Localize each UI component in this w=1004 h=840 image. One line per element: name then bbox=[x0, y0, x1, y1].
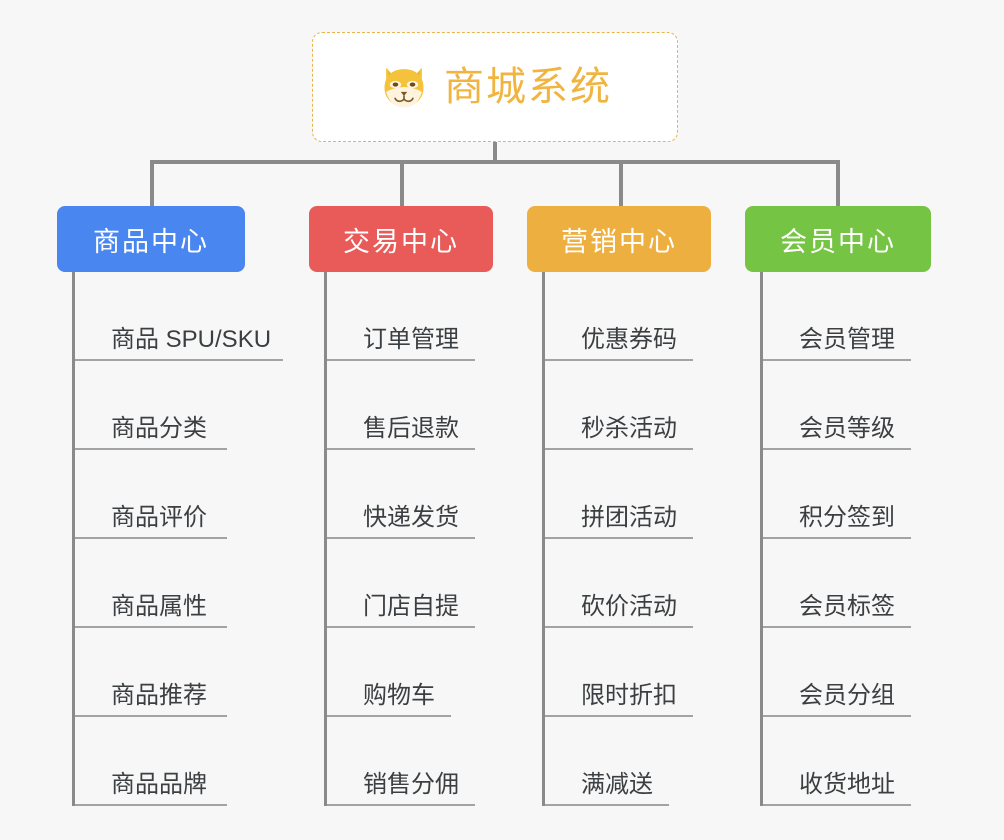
connector-drop-3 bbox=[619, 160, 623, 208]
branch-column-1: 商品中心 商品 SPU/SKU 商品分类 商品评价 商品属性 商品推荐 商品品牌 bbox=[57, 206, 283, 806]
leaf-label: 商品品牌 bbox=[111, 770, 207, 798]
branch-trunk-1: 商品 SPU/SKU 商品分类 商品评价 商品属性 商品推荐 商品品牌 bbox=[72, 272, 283, 806]
connector-horizontal-bus bbox=[150, 160, 840, 164]
leaf-label: 快递发货 bbox=[363, 503, 459, 531]
category-box-1[interactable]: 商品中心 bbox=[57, 206, 245, 272]
category-box-3[interactable]: 营销中心 bbox=[527, 206, 711, 272]
leaf-label: 商品评价 bbox=[111, 503, 207, 531]
category-label-4: 会员中心 bbox=[780, 226, 896, 257]
branch-trunk-3: 优惠券码 秒杀活动 拼团活动 砍价活动 限时折扣 满减送 bbox=[542, 272, 711, 806]
leaf-label: 门店自提 bbox=[363, 592, 459, 620]
leaf-label: 限时折扣 bbox=[581, 681, 677, 709]
branch-column-4: 会员中心 会员管理 会员等级 积分签到 会员标签 会员分组 收货地址 bbox=[745, 206, 931, 806]
list-item[interactable]: 购物车 bbox=[327, 628, 451, 717]
category-label-2: 交易中心 bbox=[343, 226, 459, 257]
branch-column-2: 交易中心 订单管理 售后退款 快递发货 门店自提 购物车 销售分佣 bbox=[309, 206, 493, 806]
list-item[interactable]: 订单管理 bbox=[327, 272, 475, 361]
leaf-label: 订单管理 bbox=[363, 325, 459, 353]
list-item[interactable]: 收货地址 bbox=[763, 717, 911, 806]
list-item[interactable]: 会员标签 bbox=[763, 539, 911, 628]
category-label-1: 商品中心 bbox=[93, 226, 209, 257]
list-item[interactable]: 商品分类 bbox=[75, 361, 227, 450]
leaf-label: 会员管理 bbox=[799, 325, 895, 353]
leaf-label: 商品属性 bbox=[111, 592, 207, 620]
list-item[interactable]: 砍价活动 bbox=[545, 539, 693, 628]
leaf-label: 会员分组 bbox=[799, 681, 895, 709]
list-item[interactable]: 商品 SPU/SKU bbox=[75, 272, 283, 361]
category-box-2[interactable]: 交易中心 bbox=[309, 206, 493, 272]
list-item[interactable]: 快递发货 bbox=[327, 450, 475, 539]
list-item[interactable]: 售后退款 bbox=[327, 361, 475, 450]
leaf-label: 优惠券码 bbox=[581, 325, 677, 353]
root-label: 商城系统 bbox=[444, 65, 612, 109]
connector-drop-4 bbox=[836, 160, 840, 208]
leaf-label: 会员等级 bbox=[799, 414, 895, 442]
leaf-label: 销售分佣 bbox=[363, 770, 459, 798]
leaf-label: 砍价活动 bbox=[581, 592, 677, 620]
branch-trunk-2: 订单管理 售后退款 快递发货 门店自提 购物车 销售分佣 bbox=[324, 272, 493, 806]
connector-drop-1 bbox=[150, 160, 154, 208]
shiba-dog-icon bbox=[378, 61, 430, 113]
list-item[interactable]: 会员分组 bbox=[763, 628, 911, 717]
connector-root-stem bbox=[493, 142, 497, 162]
list-item[interactable]: 商品评价 bbox=[75, 450, 227, 539]
category-box-4[interactable]: 会员中心 bbox=[745, 206, 931, 272]
root-node[interactable]: 商城系统 bbox=[312, 32, 678, 142]
list-item[interactable]: 商品推荐 bbox=[75, 628, 227, 717]
leaf-label: 售后退款 bbox=[363, 414, 459, 442]
list-item[interactable]: 商品品牌 bbox=[75, 717, 227, 806]
list-item[interactable]: 满减送 bbox=[545, 717, 669, 806]
leaf-label: 会员标签 bbox=[799, 592, 895, 620]
leaf-label: 商品分类 bbox=[111, 414, 207, 442]
category-label-3: 营销中心 bbox=[561, 226, 677, 257]
connector-drop-2 bbox=[400, 160, 404, 208]
list-item[interactable]: 商品属性 bbox=[75, 539, 227, 628]
leaf-label: 满减送 bbox=[581, 770, 653, 798]
list-item[interactable]: 优惠券码 bbox=[545, 272, 693, 361]
list-item[interactable]: 积分签到 bbox=[763, 450, 911, 539]
leaf-label: 拼团活动 bbox=[581, 503, 677, 531]
leaf-label: 商品 SPU/SKU bbox=[111, 325, 272, 353]
list-item[interactable]: 销售分佣 bbox=[327, 717, 475, 806]
branch-trunk-4: 会员管理 会员等级 积分签到 会员标签 会员分组 收货地址 bbox=[760, 272, 931, 806]
list-item[interactable]: 会员等级 bbox=[763, 361, 911, 450]
leaf-label: 商品推荐 bbox=[111, 681, 207, 709]
leaf-label: 秒杀活动 bbox=[581, 414, 677, 442]
list-item[interactable]: 秒杀活动 bbox=[545, 361, 693, 450]
list-item[interactable]: 拼团活动 bbox=[545, 450, 693, 539]
leaf-label: 积分签到 bbox=[799, 503, 895, 531]
leaf-label: 收货地址 bbox=[799, 770, 895, 798]
list-item[interactable]: 会员管理 bbox=[763, 272, 911, 361]
list-item[interactable]: 限时折扣 bbox=[545, 628, 693, 717]
leaf-label: 购物车 bbox=[363, 681, 435, 709]
branch-column-3: 营销中心 优惠券码 秒杀活动 拼团活动 砍价活动 限时折扣 满减送 bbox=[527, 206, 711, 806]
list-item[interactable]: 门店自提 bbox=[327, 539, 475, 628]
